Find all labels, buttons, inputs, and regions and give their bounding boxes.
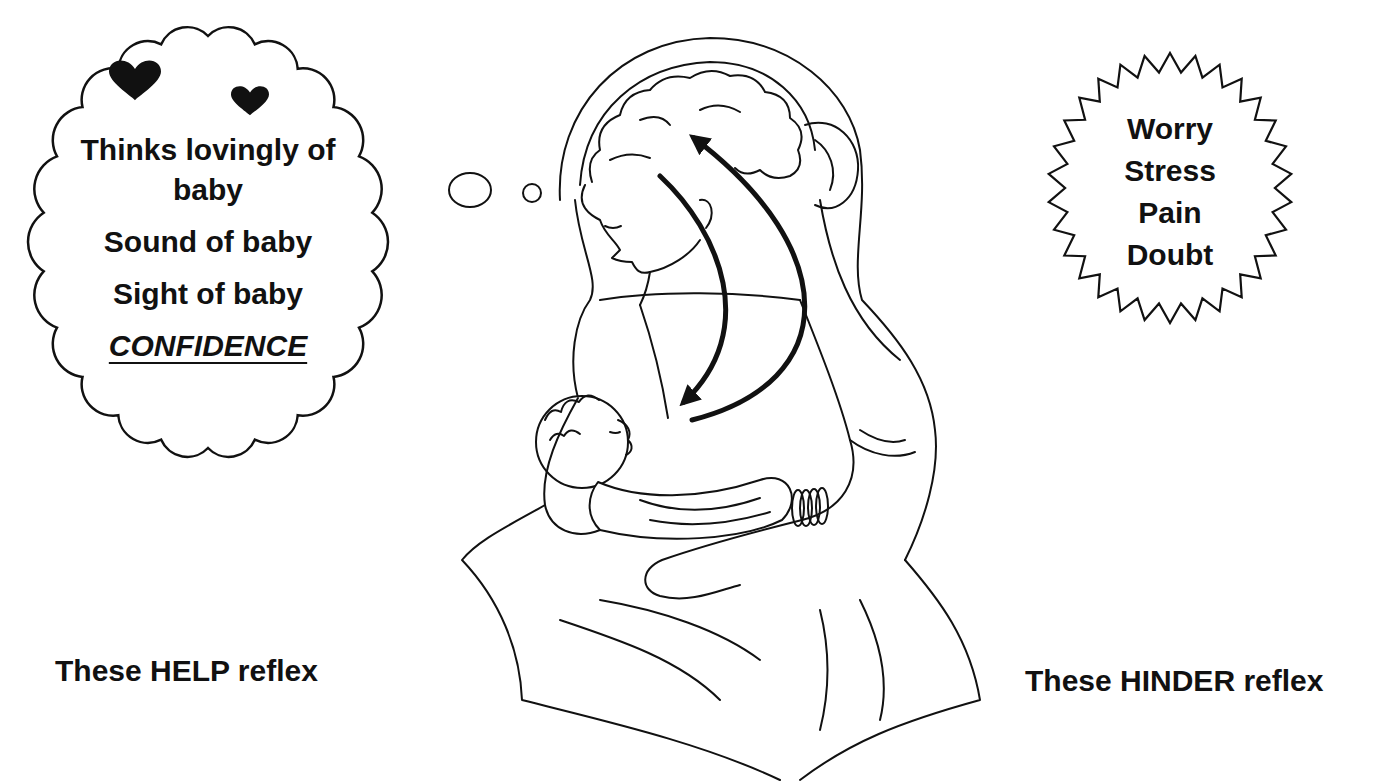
thought-bubble <box>523 184 541 202</box>
text-column: Thinks lovingly of babySound of babySigh… <box>18 130 398 366</box>
sleeve-band <box>850 430 915 456</box>
cloud-outline <box>28 27 388 457</box>
hairline <box>580 62 815 185</box>
heart-symbol <box>231 86 269 115</box>
blouse-side <box>800 300 850 440</box>
starburst-outline <box>1045 50 1295 326</box>
baby-face <box>618 420 632 455</box>
blouse-neckline <box>600 293 800 300</box>
reflex-arrow <box>692 138 805 420</box>
thought-bubble <box>449 173 491 207</box>
left-arm <box>573 200 592 398</box>
helping-factor: Thinks lovingly of baby <box>63 130 353 210</box>
helping-factor: CONFIDENCE <box>109 326 307 366</box>
chest-line <box>640 305 668 418</box>
right-arm <box>645 440 853 598</box>
hindering-factor: Pain <box>1138 192 1201 234</box>
hindering-factor: Stress <box>1124 150 1216 192</box>
helping-factor: Sight of baby <box>113 274 303 314</box>
hindering-factor: Doubt <box>1127 234 1214 276</box>
hair-bun <box>815 140 833 190</box>
brain-folds <box>610 105 740 160</box>
drape-folds <box>560 600 884 730</box>
starburst: WorryStressPainDoubt <box>1045 50 1295 326</box>
caption-label: These HELP reflex <box>55 654 318 688</box>
sari-outline <box>560 38 936 560</box>
heart-symbol <box>109 60 161 100</box>
caption-label: These HINDER reflex <box>1025 664 1323 698</box>
left-hand <box>544 398 600 534</box>
eye <box>605 226 621 228</box>
sari-fold <box>820 200 900 360</box>
baby-head <box>536 396 628 488</box>
text-column: WorryStressPainDoubt <box>1045 108 1295 276</box>
starburst-outline <box>1049 53 1292 323</box>
neck <box>640 272 650 305</box>
hair-bun <box>805 123 858 208</box>
reflex-arrow <box>660 176 726 402</box>
wrap-folds <box>640 498 770 524</box>
brain-outline <box>590 71 802 182</box>
helping-factor: Sound of baby <box>104 222 312 262</box>
thought-cloud: Thinks lovingly of babySound of babySigh… <box>18 12 398 472</box>
bangles <box>792 488 828 526</box>
hindering-factor: Worry <box>1127 108 1213 150</box>
baby-eye <box>610 432 620 433</box>
baby-hair <box>545 395 599 440</box>
